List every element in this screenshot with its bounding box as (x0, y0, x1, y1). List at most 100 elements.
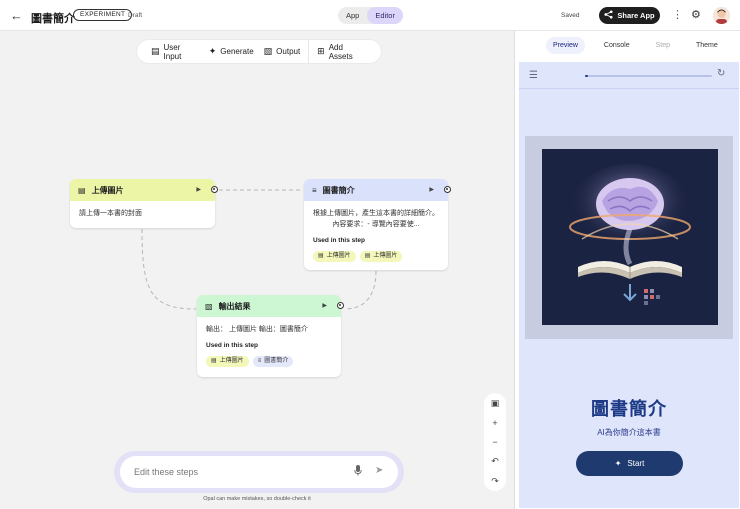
node-upload-image[interactable]: ▤ 上傳圖片 ▶ 請上傳一本書的封面 (70, 179, 218, 228)
tab-console[interactable]: Console (603, 42, 630, 49)
node-title: 圖書簡介 (322, 185, 355, 195)
menu-icon[interactable]: ☰ (529, 70, 538, 81)
undo-icon[interactable]: ↶ (491, 455, 499, 466)
start-button[interactable]: ✦ Start (576, 451, 683, 476)
start-label: Start (627, 459, 645, 468)
add-assets-tool[interactable]: ⊞ Add Assets (312, 43, 372, 61)
chip-book-summary[interactable]: ≡ 圖書簡介 (252, 356, 294, 367)
user-input-icon: ▤ (151, 46, 160, 56)
used-in-step-label: Used in this step (313, 237, 366, 244)
chip-label: 圖書簡介 (264, 358, 289, 364)
mode-app-button[interactable]: App (346, 11, 360, 20)
tab-preview[interactable]: Preview (546, 37, 585, 54)
sparkle-icon: ✦ (208, 46, 217, 56)
bar-chart-icon: ▧ (205, 301, 213, 311)
restart-icon[interactable]: ↻ (717, 68, 726, 79)
zoom-in-icon[interactable]: + (492, 417, 498, 428)
connection-lines (141, 189, 377, 310)
node-header[interactable]: ▤ 上傳圖片 ▶ (70, 179, 215, 201)
chip-upload-image[interactable]: ▤ 上傳圖片 (313, 251, 356, 262)
user-input-tool[interactable]: ▤ User Input (146, 43, 204, 61)
chip-upload-image[interactable]: ▤ 上傳圖片 (359, 251, 403, 262)
user-input-icon: ▤ (211, 358, 217, 364)
output-port[interactable] (211, 186, 218, 193)
gear-icon[interactable]: ⚙ (691, 9, 701, 21)
node-book-summary[interactable]: ≡ 圖書簡介 ▶ 根據上傳圖片，產生這本書的詳細簡介。 內容要求：- 導覽內容要… (304, 179, 451, 270)
used-in-step-label: Used in this step (206, 342, 259, 349)
tab-theme[interactable]: Theme (696, 42, 718, 49)
generate-text-icon: ≡ (257, 358, 262, 364)
generate-tool[interactable]: ✦ Generate (204, 46, 259, 57)
arrow-left-icon[interactable]: ← (10, 8, 23, 23)
user-input-label: User Input (163, 42, 182, 61)
output-label: Output (276, 47, 301, 56)
play-icon[interactable]: ▶ (429, 187, 434, 193)
zoom-out-icon[interactable]: − (492, 436, 498, 447)
disclaimer: Opal can make mistakes, so double-check … (203, 496, 311, 502)
play-icon[interactable]: ▶ (196, 187, 201, 193)
node-title: 輸出結果 (218, 301, 251, 311)
send-icon[interactable]: ➤ (375, 465, 384, 476)
workflow-canvas[interactable]: ▤ User Input ✦ Generate ▧ Output ⊞ Add A… (0, 31, 514, 509)
generate-text-icon: ≡ (312, 185, 317, 195)
add-box-icon: ⊞ (317, 46, 325, 56)
experiment-badge: EXPERIMENT (73, 9, 133, 21)
node-header[interactable]: ≡ 圖書簡介 ▶ (304, 179, 448, 201)
node-body: 根據上傳圖片，產生這本書的詳細簡介。 內容要求：- 導覽內容要使... Used… (304, 201, 448, 269)
share-app-label: Share App (617, 11, 655, 20)
bar-chart-icon: ▧ (263, 46, 273, 56)
node-header[interactable]: ▧ 輸出結果 ▶ (197, 295, 341, 317)
app-preview: ☰ ↻ (519, 62, 739, 508)
app-title: 圖書簡介 (31, 13, 75, 25)
brain-book-illustration (542, 149, 718, 325)
progress-bar (585, 75, 712, 77)
redo-icon[interactable]: ↷ (491, 475, 499, 486)
chip-label: 上傳圖片 (373, 253, 398, 259)
prompt-line-1: 根據上傳圖片，產生這本書的詳細簡介。 (313, 210, 439, 217)
share-app-button[interactable]: Share App (599, 7, 660, 24)
output-description: 輸出： 上傳圖片 輸出：圖書簡介 (206, 326, 308, 333)
edit-steps-bar: ➤ (114, 451, 404, 493)
share-icon (604, 10, 613, 21)
node-title: 上傳圖片 (91, 185, 124, 195)
preview-app-subtitle: AI為你簡介這本書 (597, 428, 661, 437)
draft-status: Draft (128, 12, 143, 19)
output-port[interactable] (337, 302, 344, 309)
node-output-result[interactable]: ▧ 輸出結果 ▶ 輸出： 上傳圖片 輸出：圖書簡介 Used in this s… (197, 295, 344, 377)
user-input-icon: ▤ (364, 253, 371, 259)
progress-fill (585, 75, 588, 77)
play-icon[interactable]: ▶ (322, 303, 327, 309)
avatar[interactable] (713, 7, 730, 24)
top-bar: ← 圖書簡介 EXPERIMENT Draft App Editor Saved… (0, 0, 740, 31)
more-vert-icon[interactable]: ⋮ (672, 9, 683, 21)
node-body: 請上傳一本書的封面 (79, 210, 142, 217)
user-input-icon: ▤ (78, 185, 86, 195)
hero-image (525, 136, 733, 339)
mode-editor-button[interactable]: Editor (367, 7, 403, 24)
preview-panel: Preview Console Step Theme ☰ ↻ (514, 31, 740, 509)
node-toolbar: ▤ User Input ✦ Generate ▧ Output ⊞ Add A… (137, 40, 381, 63)
chip-upload-image[interactable]: ▤ 上傳圖片 (206, 356, 249, 367)
canvas-controls: ▣ + − ↶ ↷ (484, 393, 506, 491)
used-chips: ▤ 上傳圖片 ≡ 圖書簡介 (206, 356, 332, 367)
prompt-line-2: 內容要求：- 導覽內容要使... (332, 221, 420, 228)
panel-tabs: Preview Console Step Theme (515, 37, 740, 54)
toolbar-divider (308, 40, 310, 63)
used-chips: ▤ 上傳圖片 ▤ 上傳圖片 (313, 251, 439, 262)
edit-steps-input[interactable] (120, 456, 398, 488)
preview-header: ☰ ↻ (519, 62, 739, 89)
output-port[interactable] (444, 186, 451, 193)
tab-step[interactable]: Step (655, 42, 670, 49)
fit-view-icon[interactable]: ▣ (490, 397, 500, 408)
chip-label: 上傳圖片 (326, 253, 351, 259)
mode-switch: App Editor (338, 7, 403, 24)
generate-label: Generate (220, 47, 254, 56)
sparkle-icon: ✦ (614, 459, 622, 468)
mic-icon[interactable] (354, 465, 362, 479)
preview-app-title: 圖書簡介 (591, 399, 667, 419)
add-assets-label: Add Assets (328, 42, 353, 61)
user-input-icon: ▤ (318, 253, 324, 259)
saved-status: Saved (561, 12, 580, 19)
chip-label: 上傳圖片 (219, 358, 244, 364)
output-tool[interactable]: ▧ Output (259, 46, 306, 57)
